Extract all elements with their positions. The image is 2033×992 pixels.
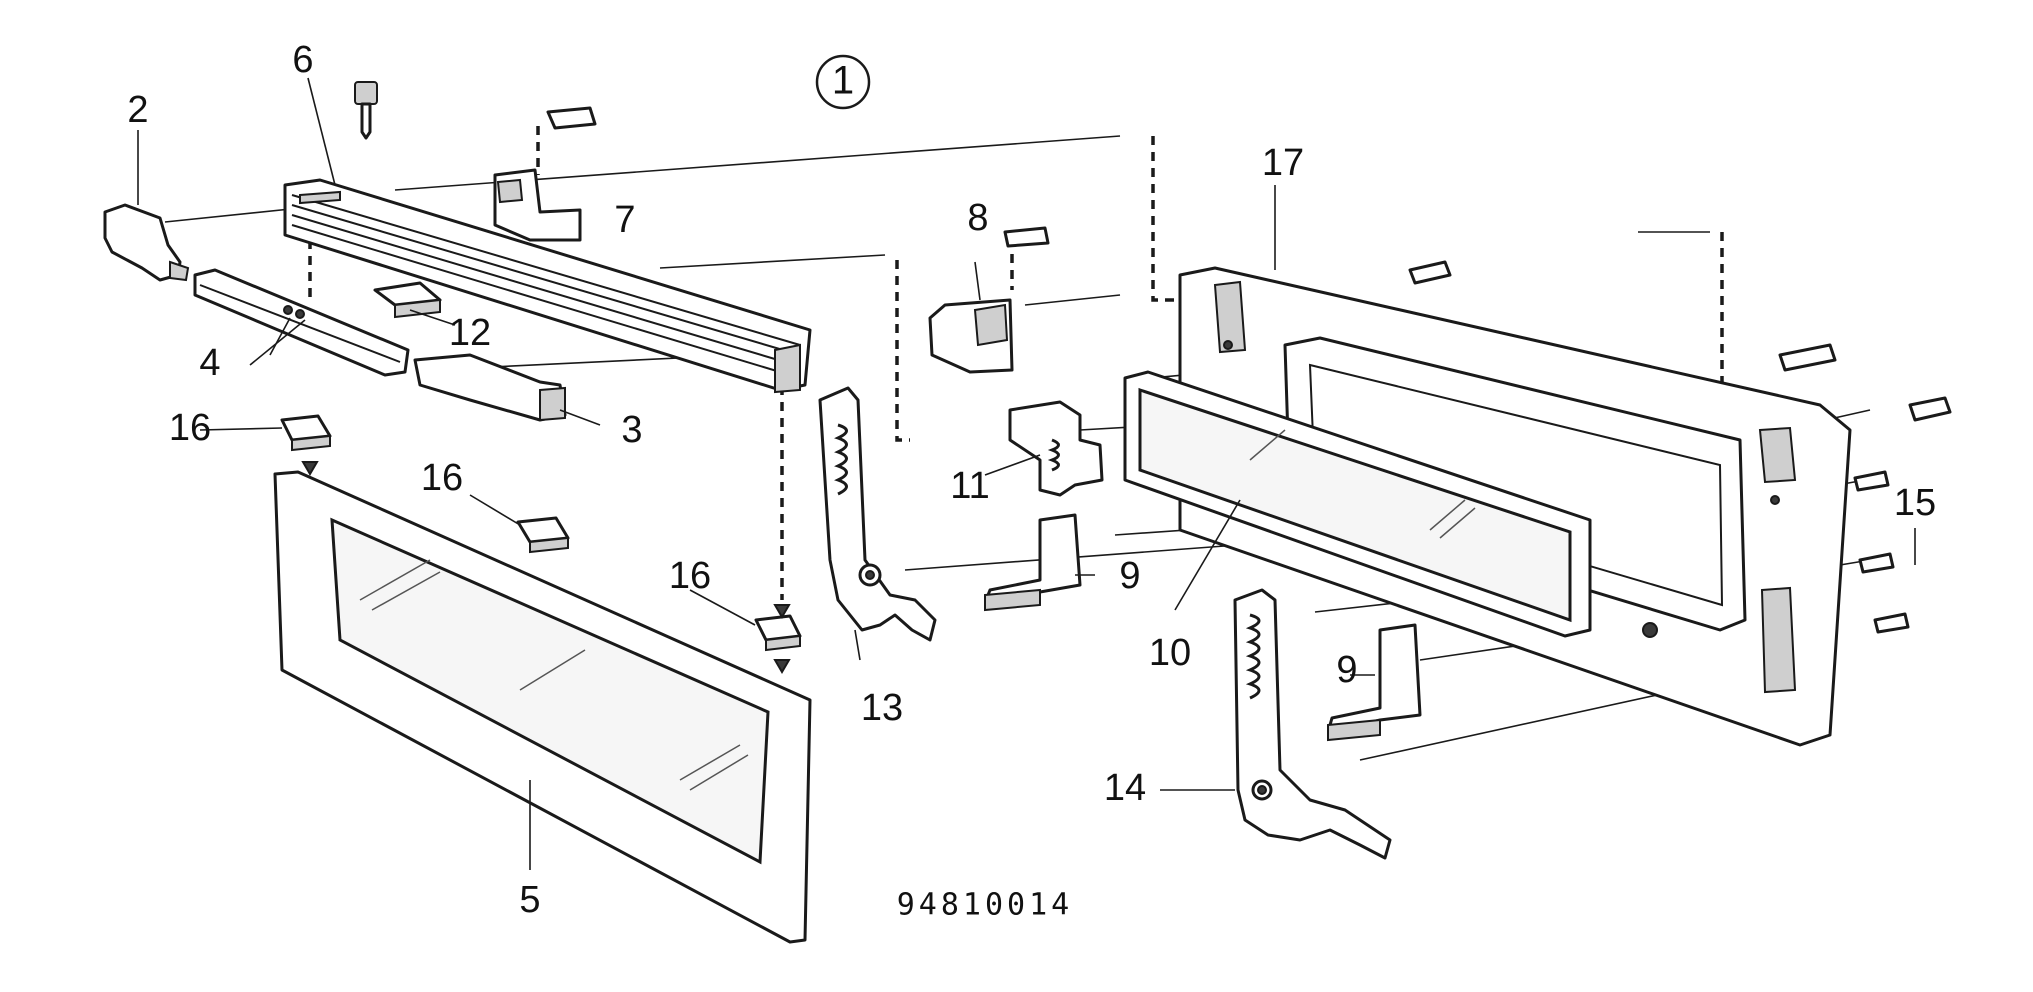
callout-10: 10 (1149, 632, 1191, 674)
callout-5: 5 (519, 879, 540, 921)
callout-14: 14 (1104, 767, 1146, 809)
part-6-vent-rail (283, 178, 812, 394)
part-13-hinge (818, 386, 937, 642)
callout-13: 13 (861, 687, 903, 729)
part-9-bracket-upper (984, 513, 1082, 612)
part-8-bracket (928, 226, 1050, 374)
drawing-number: 94810014 (897, 888, 1074, 923)
callout-8: 8 (967, 197, 988, 239)
figure-number-label: 1 (832, 59, 854, 103)
callout-labels: 2 6 7 4 12 3 16 16 16 5 8 11 9 13 17 10 … (127, 39, 1936, 921)
callout-17: 17 (1262, 142, 1304, 184)
callout-9-b: 9 (1336, 649, 1357, 691)
callout-16-b: 16 (421, 457, 463, 499)
part-16-clip-a (280, 414, 332, 452)
part-2-end-cap (103, 203, 190, 282)
callout-4: 4 (199, 342, 220, 384)
callout-9-a: 9 (1119, 555, 1140, 597)
callout-11: 11 (950, 465, 989, 507)
part-11-latch (1008, 400, 1104, 497)
part-3-handle-bracket (413, 353, 567, 422)
callout-6: 6 (292, 39, 313, 81)
callout-16-a: 16 (169, 407, 211, 449)
assembly-arrows (301, 461, 791, 674)
callout-15: 15 (1894, 482, 1936, 524)
part-12-block (373, 281, 442, 319)
part-16-clip-c (754, 614, 802, 652)
part-14-hinge (1233, 588, 1392, 860)
callout-12: 12 (449, 312, 491, 354)
part-6-screw (354, 81, 378, 140)
callout-7: 7 (614, 199, 635, 241)
part-7-bracket (493, 106, 597, 242)
part-5-glass-panel (273, 470, 812, 944)
screws (1408, 260, 1952, 634)
part-9-bracket-lower (1327, 623, 1422, 742)
callout-3: 3 (621, 409, 642, 451)
part-10-inner-glass (1123, 370, 1592, 638)
callout-leaders (137, 77, 1916, 870)
figure-number: 1 (815, 54, 871, 110)
part-16-clip-b (516, 516, 570, 554)
callout-16-c: 16 (669, 555, 711, 597)
callout-2: 2 (127, 89, 148, 131)
